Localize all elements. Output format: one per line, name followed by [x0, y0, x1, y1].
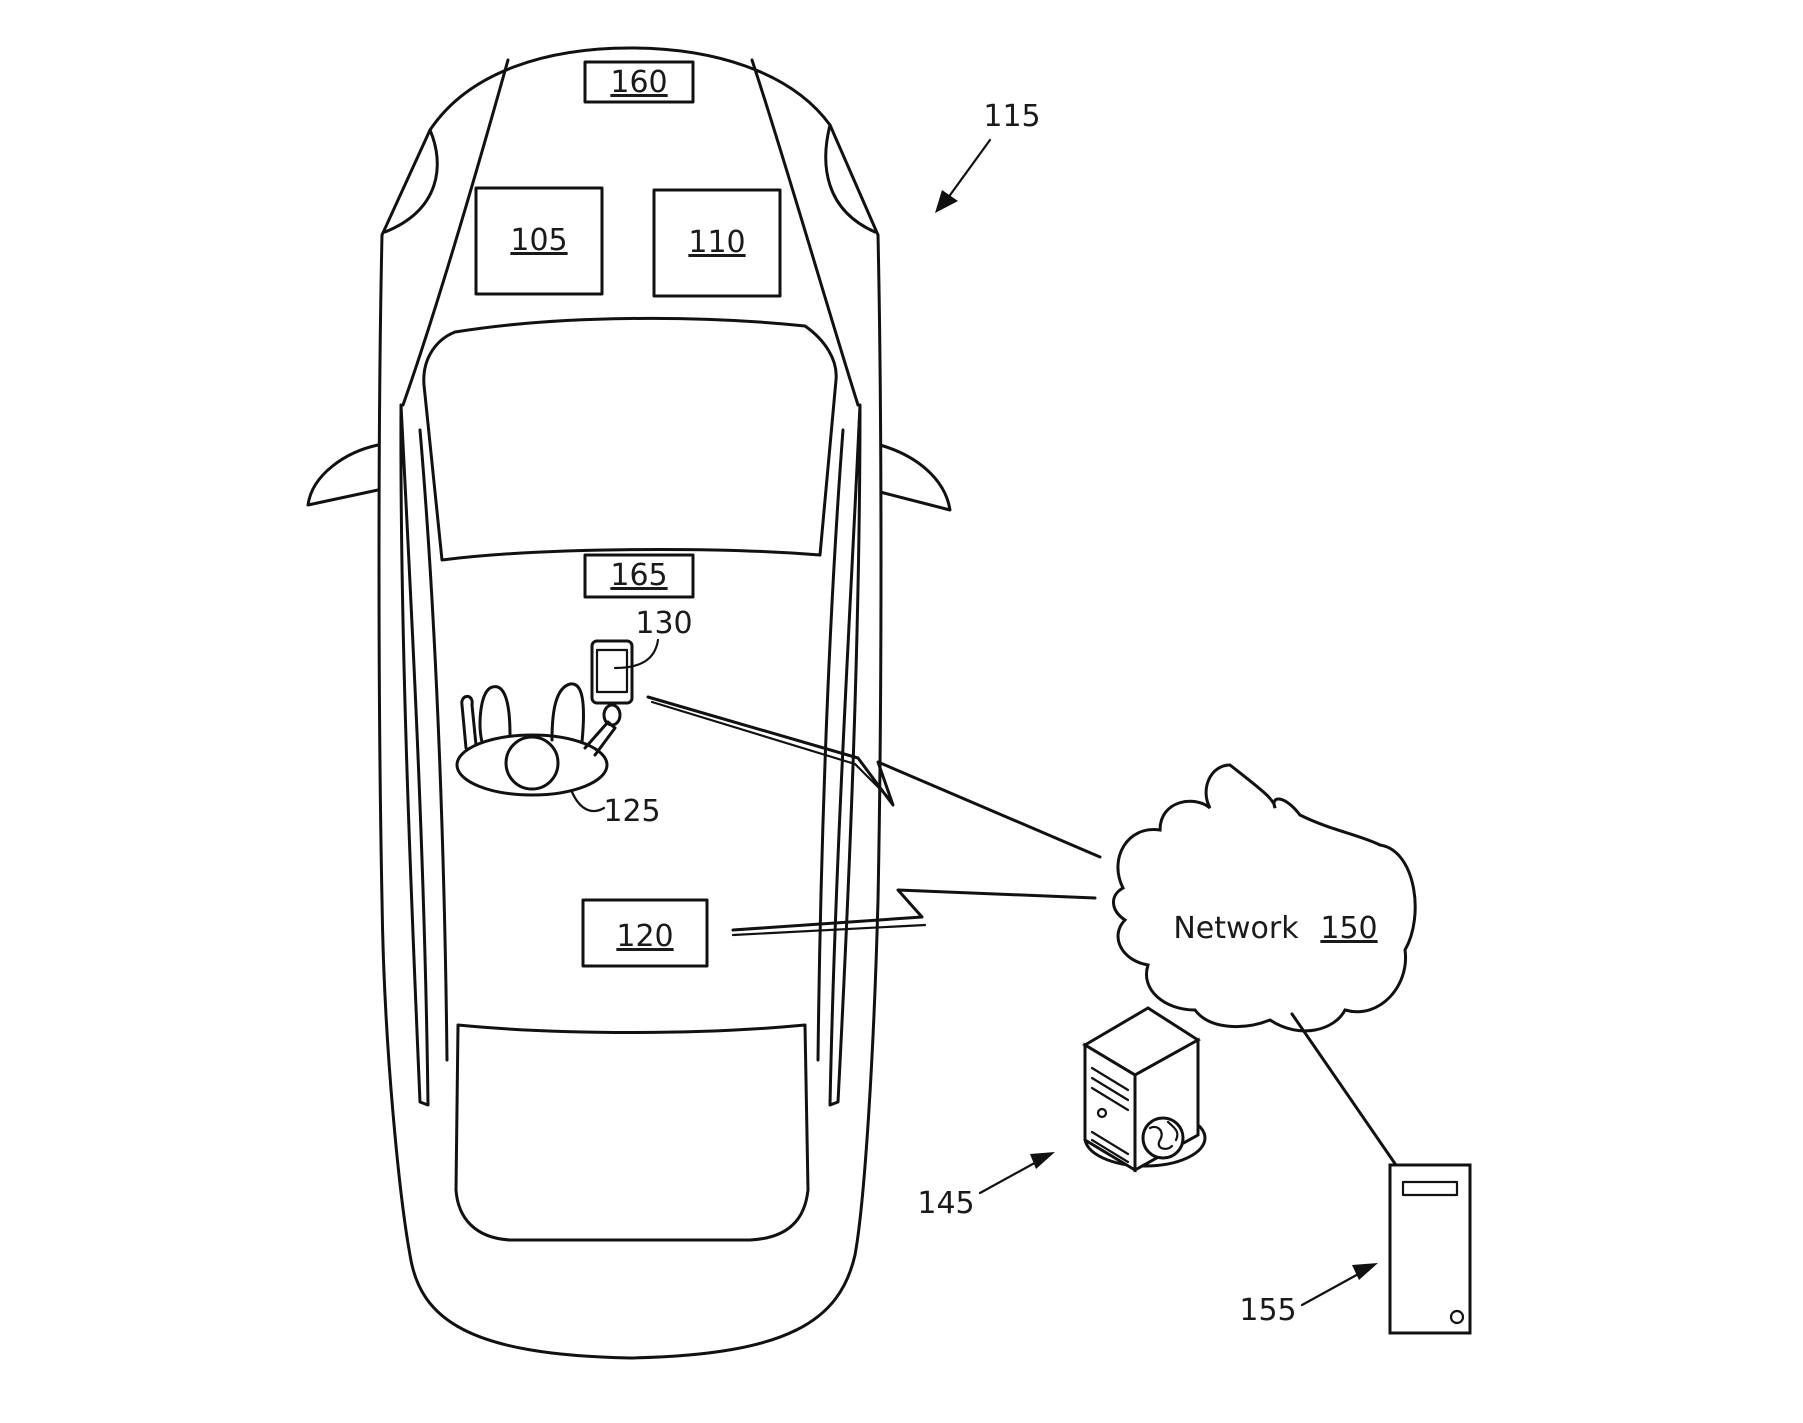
left-headlight [383, 128, 439, 234]
right-mirror [878, 443, 952, 512]
right-headlight [824, 123, 877, 234]
right-side-window [828, 403, 862, 1107]
network-cloud: Network 150 [1112, 763, 1417, 1033]
server-button [1096, 1107, 1108, 1119]
box-110 [652, 188, 782, 298]
label-155: 155 [1239, 1293, 1296, 1328]
arrow-115-head [935, 190, 958, 213]
windshield [422, 316, 838, 562]
box-120 [581, 898, 709, 968]
label-160: 160 [610, 65, 667, 100]
left-mirror [306, 443, 380, 507]
label-110: 110 [688, 225, 745, 260]
box-160 [583, 60, 695, 104]
occupant-right-hand [602, 703, 622, 727]
rear-window [454, 1023, 810, 1242]
computer-155 [1388, 1163, 1472, 1335]
occupant-left-arm [478, 685, 512, 744]
wireless-link-120-to-network-2 [731, 923, 927, 937]
label-125: 125 [603, 794, 660, 829]
globe-icon-continents [1148, 1120, 1179, 1150]
occupant-left-hand [460, 694, 478, 750]
arrow-155-head [1352, 1263, 1378, 1280]
box-165 [583, 553, 695, 599]
occupant-shoulders [455, 733, 609, 797]
server-front [1083, 1042, 1137, 1173]
vehicle: 160 105 110 165 120 [306, 46, 952, 1360]
mobile-device-screen [595, 648, 629, 694]
label-130: 130 [635, 606, 692, 641]
wireless-link-device-to-network-2 [650, 700, 890, 799]
arrow-145-shaft [978, 1158, 1042, 1195]
arrow-145-head [1030, 1152, 1055, 1169]
server-slot-5 [1090, 1138, 1130, 1164]
server-slot-3 [1090, 1086, 1130, 1112]
box-105 [474, 186, 604, 296]
computer-power-button [1449, 1309, 1465, 1325]
occupant-right-arm [550, 682, 585, 744]
server-145 [1082, 1006, 1207, 1173]
wireless-link-device-to-network [646, 695, 1102, 859]
server-slot-2 [1090, 1076, 1130, 1102]
label-105: 105 [510, 223, 567, 258]
arrow-155-shaft [1300, 1270, 1364, 1307]
arrow-115-shaft [943, 138, 992, 204]
server-slot-4 [1090, 1130, 1130, 1156]
occupant-head [504, 735, 560, 791]
computer-drive-bay [1401, 1180, 1459, 1197]
server-slot-1 [1090, 1066, 1130, 1092]
left-side-rail [418, 428, 449, 1062]
label-120: 120 [616, 919, 673, 954]
leader-125 [570, 790, 606, 813]
cloud-shape [1112, 763, 1417, 1033]
leader-130 [613, 638, 660, 670]
wireless-link-120-to-network [731, 888, 1097, 932]
occupant-figure [455, 682, 622, 797]
network-ref: 150 [1320, 911, 1377, 946]
hood-line-left [401, 58, 510, 407]
label-165: 165 [610, 558, 667, 593]
right-side-rail [816, 428, 845, 1062]
label-145: 145 [917, 1186, 974, 1221]
network-word: Network [1173, 911, 1299, 946]
hood-line-right [750, 58, 860, 407]
link-network-to-computer [1290, 1012, 1400, 1170]
label-115: 115 [983, 99, 1040, 134]
left-side-window [399, 403, 430, 1107]
mobile-device-130 [590, 639, 634, 705]
